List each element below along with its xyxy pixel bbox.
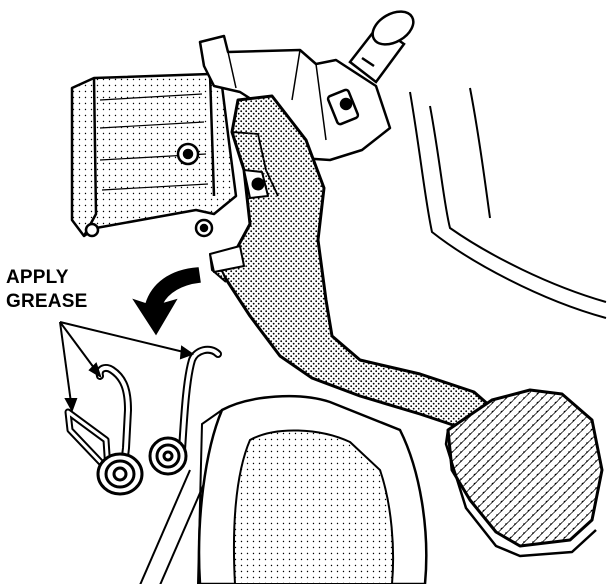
floor-wall-lines [139,87,607,584]
apply-grease-label-line2: GREASE [6,291,88,312]
pedal-mounting-bracket [70,72,238,238]
apply-grease-label: APPLY GREASE [6,266,87,314]
brake-pedal-arm [209,94,492,430]
brake-pedal-pad [444,388,604,558]
stop-lamp-switch [326,10,415,126]
floor-tunnel [197,394,428,584]
upper-bracket [198,34,392,162]
apply-grease-label-line1: APPLY [6,267,69,288]
grease-leader-lines [59,321,195,413]
curved-arrow [132,267,201,336]
spring-coils [96,436,188,496]
